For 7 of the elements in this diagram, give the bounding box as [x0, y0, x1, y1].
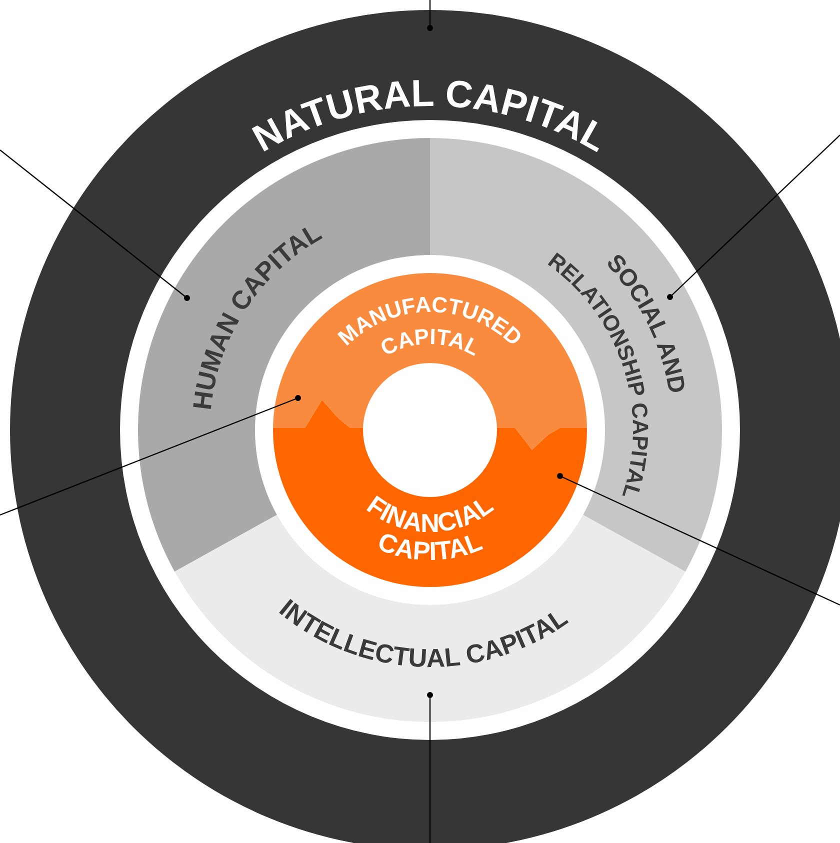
leader-line [0, 150, 190, 301]
leader-line [667, 134, 840, 300]
leader-line [427, 692, 433, 843]
leader-line [427, 0, 433, 31]
leader-line [0, 395, 301, 516]
capital-label: FINANCIAL CAPITAL [362, 489, 498, 566]
leader-line [557, 473, 840, 606]
